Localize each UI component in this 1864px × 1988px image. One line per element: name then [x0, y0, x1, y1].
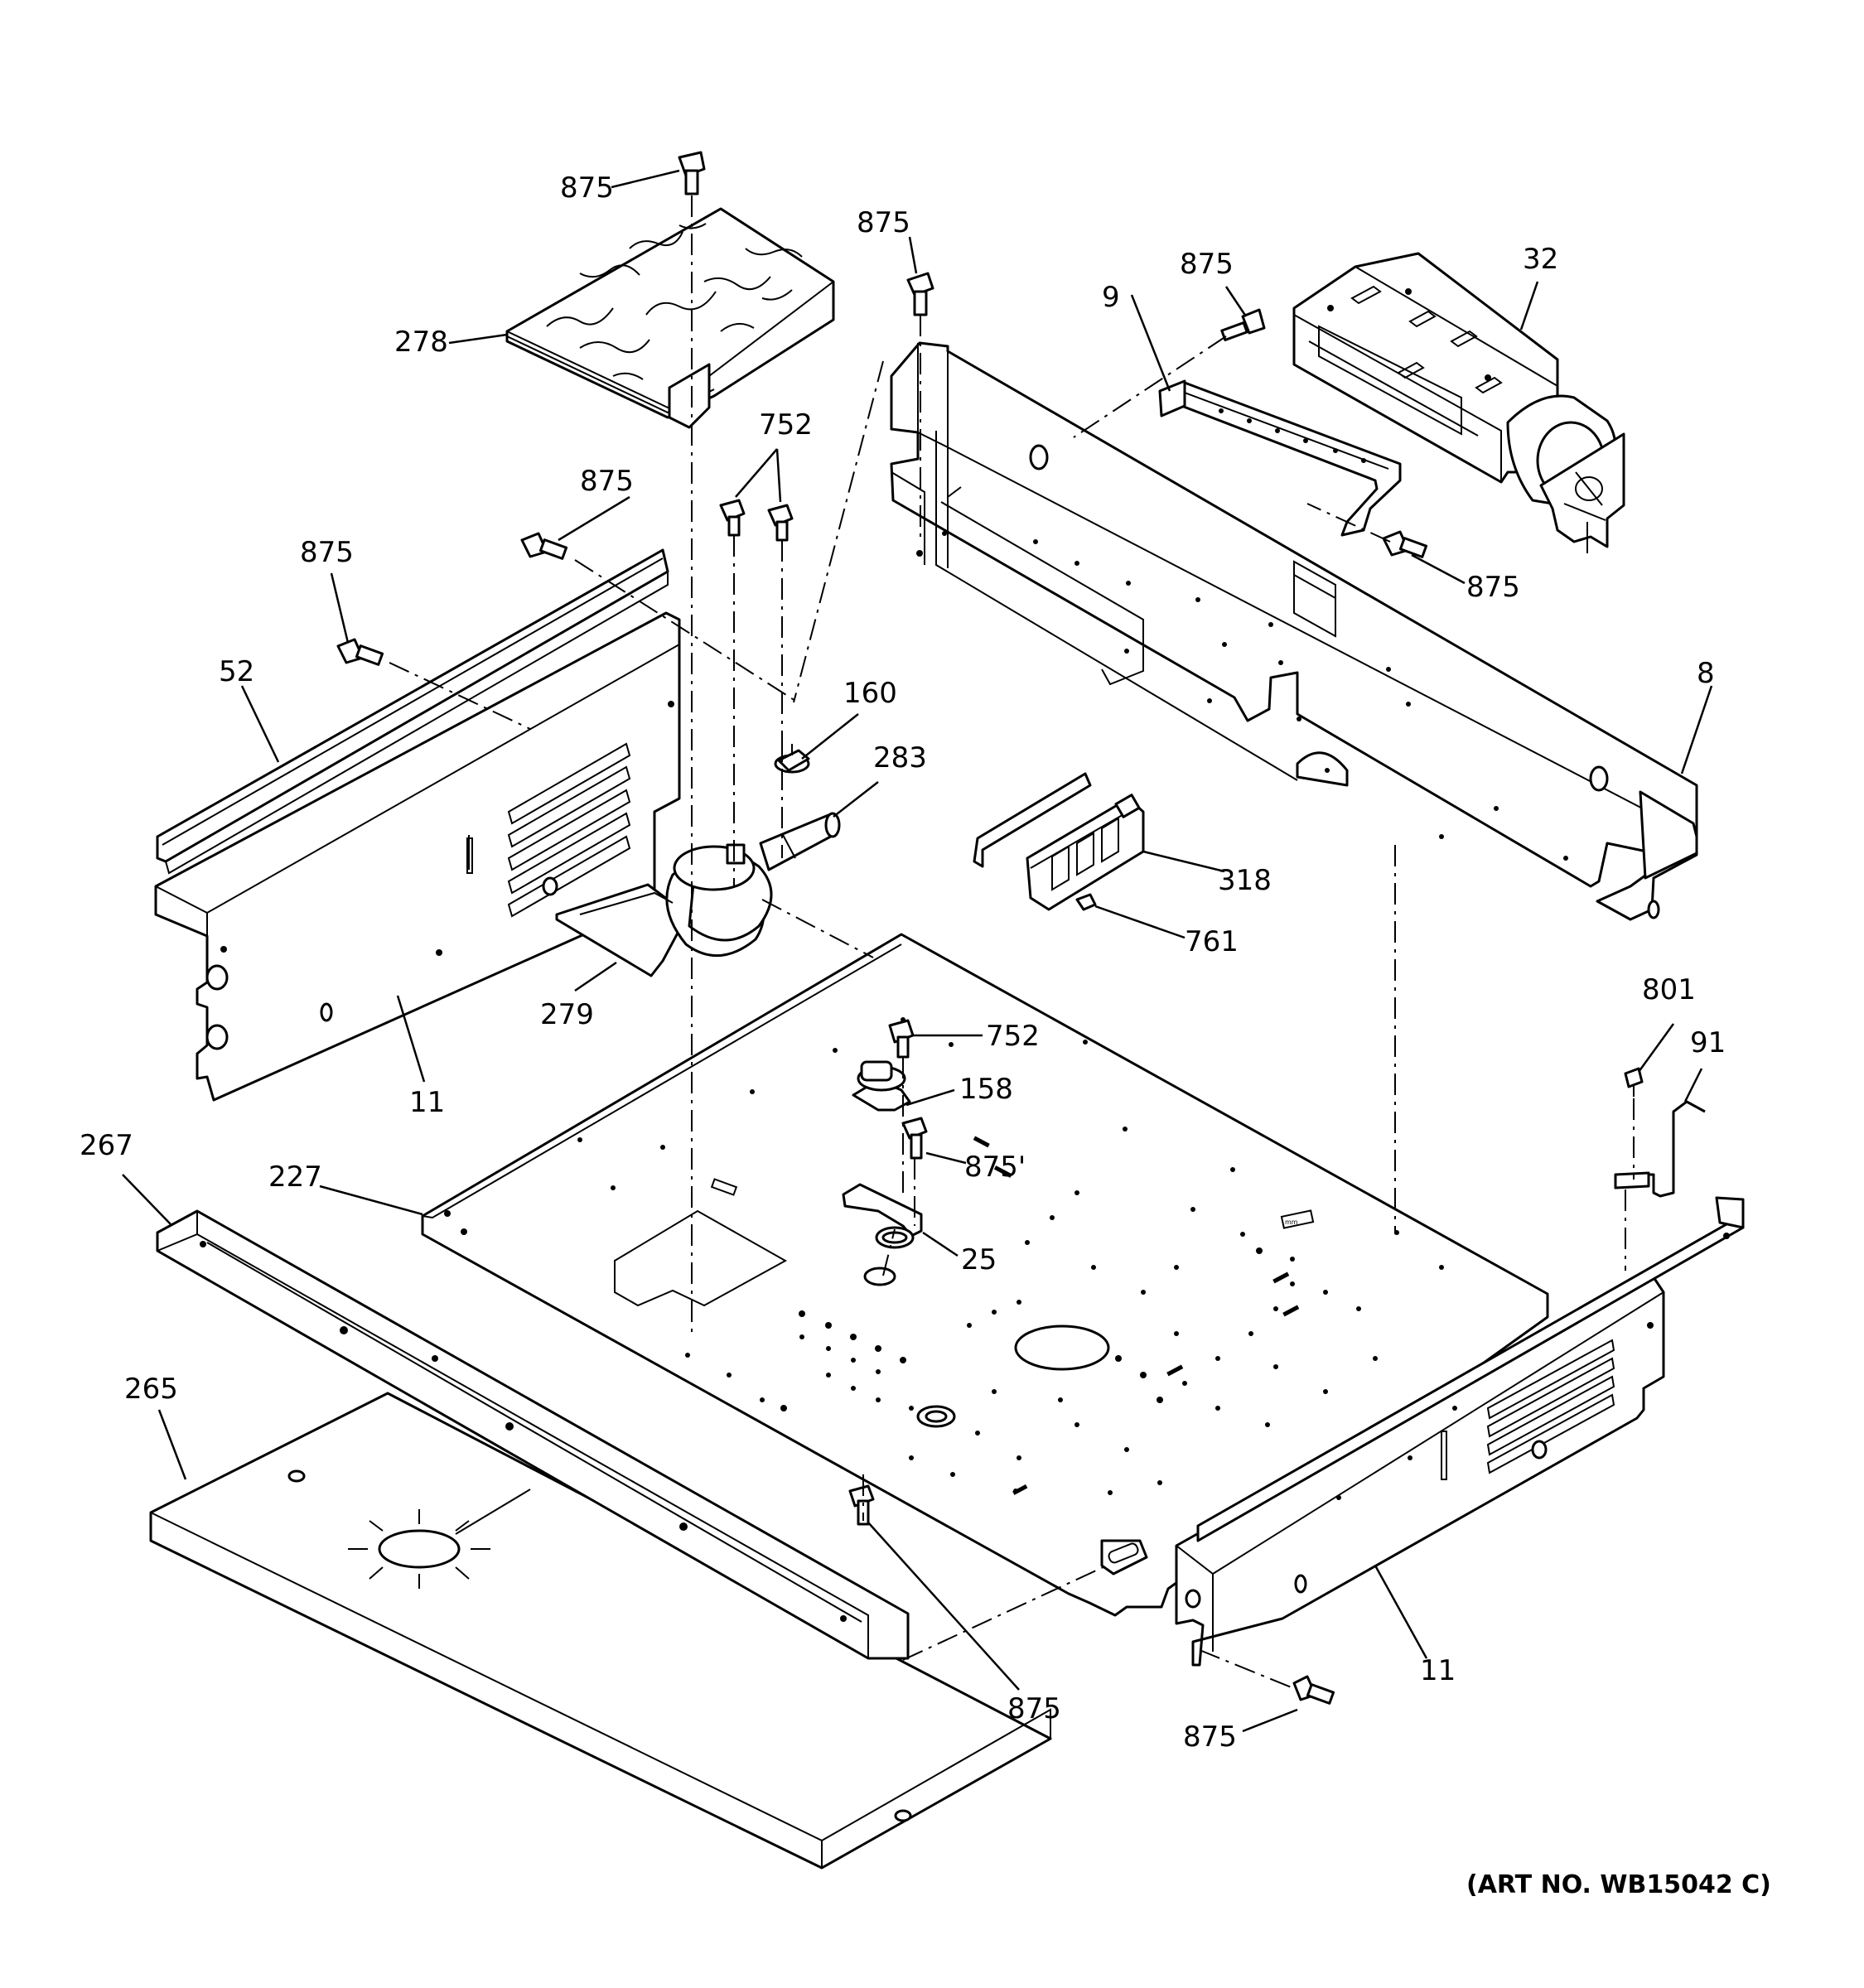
callout-labels: 875 278 875 752 875 875 52 160 283 279 1… [80, 171, 1726, 1754]
callout-752-top: 752 [759, 408, 813, 442]
screw-875-center[interactable] [906, 272, 934, 316]
screw-875-mid[interactable] [901, 1117, 928, 1160]
callout-875-top: 875 [560, 171, 614, 205]
leader-lines [122, 169, 1713, 1733]
callout-267: 267 [80, 1129, 133, 1162]
part-227-base-plate[interactable]: mm [421, 933, 1549, 1617]
callout-875-left-a: 875 [580, 465, 634, 498]
screw-875-left-a[interactable] [520, 532, 568, 560]
part-91-rod[interactable] [1614, 1100, 1706, 1198]
screw-875-bottom-right[interactable] [1292, 1675, 1335, 1705]
part-283-shaft-tube[interactable] [759, 812, 841, 871]
callout-158: 158 [959, 1073, 1013, 1106]
callout-25: 25 [961, 1243, 997, 1276]
part-801-screw[interactable] [1624, 1067, 1644, 1097]
part-761-screw[interactable] [1075, 893, 1097, 911]
callout-32: 32 [1523, 243, 1558, 276]
screw-875-right-top[interactable] [1220, 308, 1266, 341]
callout-752-mid: 752 [986, 1020, 1040, 1053]
callout-875-center: 875 [857, 206, 910, 239]
part-8-rear-panel[interactable] [890, 341, 1698, 921]
part-158-switch[interactable] [852, 1060, 911, 1112]
screw-875-right-mid[interactable] [1382, 530, 1428, 558]
vent-louvers-right [1486, 1339, 1615, 1474]
screw-752-a[interactable] [719, 499, 746, 537]
callout-52: 52 [219, 655, 254, 688]
callout-801: 801 [1642, 973, 1696, 1006]
callout-265: 265 [124, 1373, 178, 1406]
callout-8: 8 [1697, 657, 1715, 690]
callout-11-left: 11 [409, 1086, 445, 1119]
callout-227: 227 [268, 1160, 322, 1194]
alignment-lines [389, 195, 1635, 1691]
callout-875-bottom-center: 875 [1007, 1692, 1061, 1725]
plate-label-text: mm [1285, 1218, 1298, 1226]
callout-875-left-b: 875 [300, 536, 354, 569]
part-32-blower-motor[interactable] [1292, 252, 1625, 553]
screw-752-b[interactable] [767, 504, 794, 542]
callout-875-bottom-right: 875 [1183, 1720, 1237, 1754]
part-265-bottom-panel[interactable] [149, 1392, 1052, 1870]
screw-875-left-b[interactable] [336, 638, 384, 666]
callout-283: 283 [873, 741, 927, 774]
vent-louvers-left [507, 742, 631, 918]
callout-761: 761 [1185, 925, 1239, 958]
callout-875-right-top: 875 [1180, 248, 1234, 281]
screw-875-top[interactable] [678, 151, 706, 195]
part-11-right-side-panel[interactable] [1175, 1196, 1745, 1667]
callout-875-right-mid: 875 [1466, 571, 1520, 604]
callout-318: 318 [1218, 864, 1272, 897]
part-278-insulation-block[interactable] [505, 207, 835, 429]
callout-278: 278 [394, 326, 448, 359]
screw-875-bottom-center[interactable] [848, 1484, 875, 1526]
callout-11-right: 11 [1420, 1654, 1456, 1687]
screw-752-mid[interactable] [888, 1019, 915, 1059]
part-25-bracket[interactable] [842, 1183, 923, 1249]
callout-279: 279 [540, 998, 594, 1031]
part-11-left-side-panel[interactable] [154, 611, 681, 1102]
callout-91: 91 [1690, 1026, 1726, 1059]
part-318-terminal-block[interactable] [973, 772, 1145, 911]
part-52-left-trim[interactable] [156, 548, 669, 875]
art-number: (ART NO. WB15042 C) [1466, 1870, 1771, 1899]
vent-tab-block [1293, 560, 1336, 638]
callout-160: 160 [843, 677, 897, 710]
part-9-bracket[interactable] [1158, 379, 1402, 537]
callout-875-mid: 875' [964, 1151, 1026, 1184]
callout-9: 9 [1102, 281, 1120, 314]
plate-label-badge: mm [1280, 1209, 1315, 1229]
